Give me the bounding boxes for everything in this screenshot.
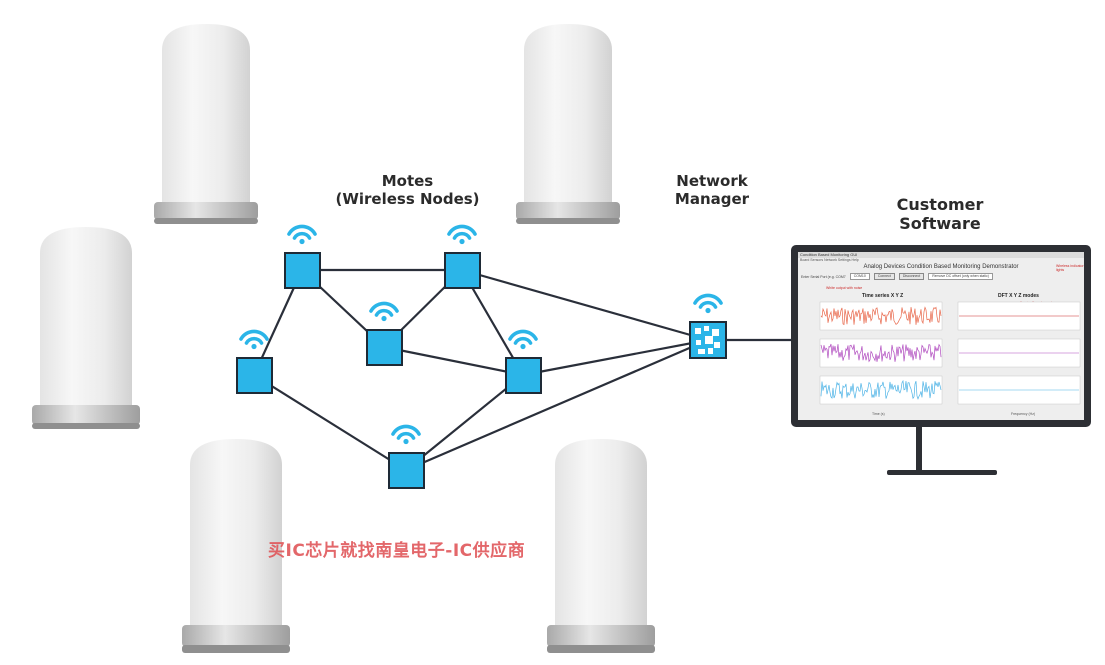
app-heading: Analog Devices Condition Based Monitorin… [863, 264, 1019, 270]
wifi-icon [239, 329, 269, 350]
mote-nodes [236, 252, 542, 489]
app-menu-bar: Board Sensors Network Settings Help [800, 258, 859, 262]
link [405, 374, 524, 471]
signal-trace [820, 306, 942, 326]
wireless-sensor-top-left [154, 24, 258, 224]
software-window: Condition Based Monitoring GUI Board Sen… [798, 252, 1084, 420]
x-axis-time-label: Time (s) [872, 412, 885, 416]
noise-annotation: White output with noise [826, 286, 863, 290]
link [461, 268, 709, 342]
wifi-icon [447, 224, 477, 245]
app-title: Condition Based Monitoring GUI [798, 252, 1084, 258]
mote-node-icon [284, 252, 321, 289]
network-manager-label: Network Manager [662, 172, 762, 208]
disconnect-button[interactable]: Disconnect [898, 273, 925, 280]
indicator-annotation: Wireless indicator lights [1056, 264, 1084, 272]
mote-node-icon [366, 329, 403, 366]
serial-port-input[interactable]: COM10 [849, 273, 870, 280]
monitor-stand [916, 427, 922, 471]
mote-node-icon [505, 357, 542, 394]
wireless-sensor-bottom-left [182, 439, 290, 653]
x-axis-freq-label: Frequency (Hz) [1011, 412, 1036, 416]
motes-label-line2: (Wireless Nodes) [335, 190, 480, 208]
mote-node-icon [444, 252, 481, 289]
wifi-icon [693, 293, 723, 314]
watermark-text: 买IC芯片就找南皇电子-IC供应商 [268, 541, 526, 561]
connect-button[interactable]: Connect [873, 273, 895, 280]
monitor-base [887, 470, 997, 475]
wifi-icon [369, 301, 399, 322]
customer-software-label-line2: Software [899, 214, 981, 233]
wireless-sensor-left [32, 227, 140, 429]
mote-node-icon [236, 357, 273, 394]
dft-title: DFT X Y Z modes [998, 293, 1039, 299]
wifi-icon [391, 424, 421, 445]
link [383, 345, 524, 377]
network-manager-label-line1: Network [676, 172, 748, 190]
monitor-icon: Condition Based Monitoring GUI Board Sen… [791, 245, 1091, 427]
motes-label-line1: Motes [381, 172, 434, 190]
serial-port-label: Enter Serial Port (e.g. COM7 [801, 274, 846, 279]
customer-software-label-line1: Customer [896, 195, 984, 214]
time-series-plot [819, 338, 943, 368]
wifi-icon [508, 329, 538, 350]
plots-area [819, 301, 1081, 405]
motes-label: Motes (Wireless Nodes) [330, 172, 485, 208]
wireless-sensor-bottom-right [547, 439, 655, 653]
link [253, 374, 407, 471]
mote-node-icon [388, 452, 425, 489]
link [405, 338, 709, 472]
time-series-title: Time series X Y Z [862, 293, 904, 299]
signal-trace [820, 343, 942, 363]
wireless-sensor-top-right [516, 24, 620, 224]
monitor-screen: Condition Based Monitoring GUI Board Sen… [791, 245, 1091, 427]
wifi-icon [287, 224, 317, 245]
network-manager-label-line2: Manager [674, 190, 750, 208]
dc-offset-checkbox[interactable]: Remove DC offset (only when static) [928, 273, 993, 280]
app-controls: Enter Serial Port (e.g. COM7 COM10 Conne… [798, 270, 1084, 283]
network-manager-icon [689, 321, 727, 359]
link [522, 338, 709, 377]
time-series-plot [819, 375, 943, 405]
wifi-icons [239, 224, 723, 445]
signal-trace [820, 379, 942, 400]
customer-software-label: Customer Software [880, 195, 1000, 233]
